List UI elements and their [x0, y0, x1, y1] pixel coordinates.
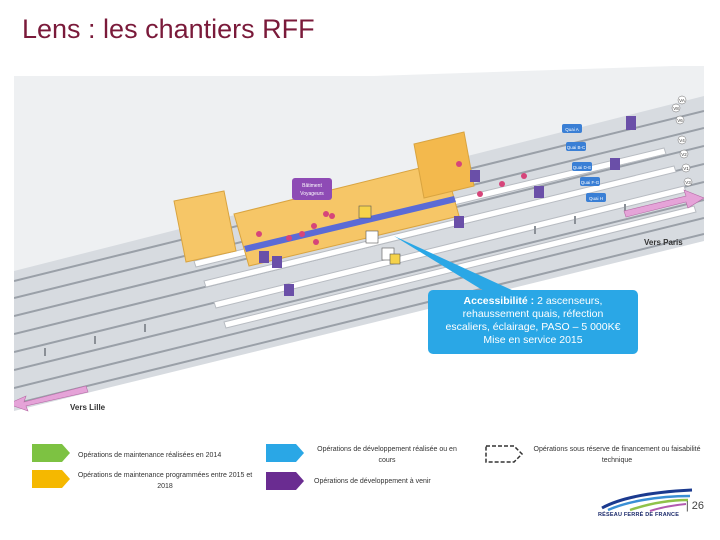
svg-text:V6: V6 — [677, 118, 683, 123]
callout-line3: escaliers, éclairage, PASO – 5 000K€ — [445, 321, 621, 333]
annex-building-right — [413, 131, 475, 199]
legend-blue-label: Opérations de développement réalisée ou … — [317, 446, 457, 464]
quai-tags: Quai A Quai B-C Quai D-E Quai F-G Quai H — [562, 124, 606, 202]
equipment-markers — [259, 116, 636, 296]
callout-line1: Accessibilité : 2 ascenseurs, — [463, 295, 603, 307]
svg-text:Quai F-G: Quai F-G — [581, 180, 600, 185]
accessibility-callout: Accessibilité : 2 ascenseurs, rehausseme… — [428, 290, 638, 354]
svg-text:V8: V8 — [673, 106, 679, 111]
building-label-box — [292, 178, 332, 200]
track-bed — [14, 96, 704, 411]
legend-purple-arrow-icon — [266, 472, 304, 490]
annex-building-left — [173, 190, 237, 263]
callout-pointer — [394, 236, 514, 291]
station-map: Bâtiment Voyageurs Quai A Quai B-C Quai … — [14, 66, 704, 416]
building-label-line1: Bâtiment — [302, 183, 322, 189]
arrow-paris-icon — [623, 189, 704, 218]
svg-text:V4: V4 — [679, 138, 685, 143]
voie-labels: VA V8 V6 V4 V2 V1 V3 — [671, 95, 693, 187]
direction-paris-label: Vers Paris — [644, 238, 683, 247]
rff-logo-icon — [601, 488, 693, 512]
svg-text:Quai A: Quai A — [565, 127, 579, 132]
svg-text:V2: V2 — [681, 152, 687, 157]
callout-line4: Mise en service 2015 — [483, 334, 583, 346]
direction-lille-label: Vers Lille — [70, 403, 106, 412]
legend-green-arrow-icon — [32, 444, 70, 462]
rff-logo-text: RÉSEAU FERRÉ DE FRANCE — [598, 512, 680, 518]
svg-text:V1: V1 — [683, 166, 689, 171]
svg-text:Quai H: Quai H — [589, 196, 603, 201]
page-title: Lens : les chantiers RFF — [22, 14, 315, 44]
station-map-drawing: Bâtiment Voyageurs Quai A Quai B-C Quai … — [14, 66, 704, 412]
legend-dashed-arrow-icon — [485, 445, 524, 463]
legend-blue-arrow-icon — [266, 444, 304, 462]
legend-yellow-arrow-icon — [32, 470, 70, 488]
pin-markers — [256, 161, 527, 245]
legend-green-label: Opérations de maintenance réalisées en 2… — [78, 452, 222, 459]
svg-text:Quai B-C: Quai B-C — [567, 145, 586, 150]
canopy — [244, 196, 456, 252]
elevator-markers — [358, 205, 401, 265]
svg-text:V3: V3 — [685, 180, 691, 185]
legend-dashed-label: Opérations sous réserve de financement o… — [533, 446, 701, 464]
legend-yellow-label: Opérations de maintenance programmées en… — [77, 472, 253, 490]
legend-purple-label: Opérations de développement à venir — [314, 478, 431, 485]
arrow-lille-icon — [14, 385, 89, 412]
page-number: | 26 — [685, 500, 704, 512]
svg-text:Quai D-E: Quai D-E — [573, 165, 592, 170]
svg-text:VA: VA — [679, 98, 685, 103]
track-posts — [44, 204, 626, 356]
callout-line2: rehaussement quais, réfection — [462, 308, 604, 320]
building-label-line2: Voyageurs — [300, 191, 324, 197]
